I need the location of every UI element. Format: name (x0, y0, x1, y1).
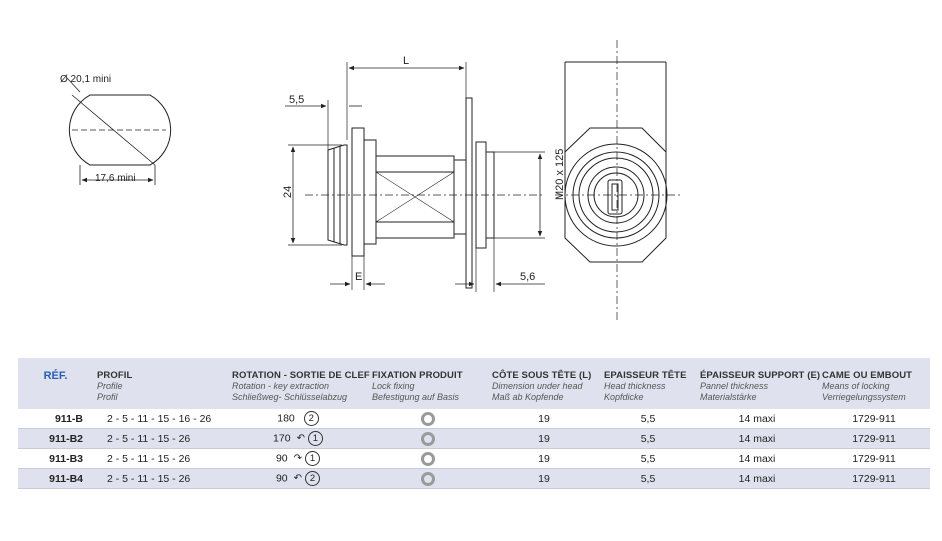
cell-profil: 2 - 5 - 11 - 15 - 26 (93, 448, 228, 469)
cell-tete: 5,5 (600, 448, 696, 469)
nut-icon (421, 411, 435, 426)
cell-support: 14 maxi (696, 409, 818, 429)
head-thickness-label: 5,5 (289, 94, 304, 106)
cell-cote: 19 (488, 428, 600, 449)
extraction-count-icon: 1 (307, 431, 323, 446)
nut-icon (421, 471, 435, 486)
table-row: 911-B3 2 - 5 - 11 - 15 - 26 90↷1 19 5,5 … (18, 448, 930, 469)
cell-rotation: 90↷1 (228, 448, 368, 469)
nut-icon (421, 451, 435, 466)
washer (351, 127, 365, 257)
cell-ref: 911-B3 (18, 448, 93, 469)
cell-fixation (368, 448, 488, 469)
panel (465, 97, 473, 289)
cell-fixation (368, 409, 488, 429)
cell-tete: 5,5 (600, 468, 696, 489)
cell-ref: 911-B (18, 409, 93, 429)
cell-came: 1729-911 (818, 409, 930, 429)
lock-head (327, 144, 348, 246)
thread-label: M20 x 125 (554, 149, 566, 200)
flat-label: 17,6 mini (95, 173, 136, 184)
technical-drawing: Ø 20,1 mini 17,6 mini (60, 40, 680, 320)
table-row: 911-B2 2 - 5 - 11 - 15 - 26 170↶1 19 5,5… (18, 428, 930, 449)
rotation-direction-icon: ↶ (296, 433, 305, 444)
cell-rotation: 170↶1 (228, 428, 368, 449)
extraction-count-icon: 1 (305, 451, 321, 466)
cell-rotation: 90↶2 (228, 468, 368, 489)
height-label: 24 (282, 186, 294, 198)
cell-support: 14 maxi (696, 448, 818, 469)
panel-label: E (355, 271, 362, 283)
rotation-direction-icon: ↷ (293, 453, 303, 464)
lock-front-view (555, 40, 680, 320)
diameter-label: Ø 20,1 mini (60, 74, 111, 85)
nut-label: 5,6 (520, 271, 535, 283)
hex-nut-outline (564, 127, 667, 263)
length-label: L (403, 55, 409, 67)
diameter-leader (71, 94, 156, 166)
lock-side-view (285, 62, 545, 292)
cell-tete: 5,5 (600, 409, 696, 429)
cell-fixation (368, 468, 488, 489)
nut-icon (421, 431, 435, 446)
cell-fixation (368, 428, 488, 449)
cell-support: 14 maxi (696, 428, 818, 449)
cell-came: 1729-911 (818, 448, 930, 469)
cell-support: 14 maxi (696, 468, 818, 489)
cell-cote: 19 (488, 409, 600, 429)
cell-ref: 911-B2 (18, 428, 93, 449)
cutout-profile-view (66, 77, 172, 185)
cell-tete: 5,5 (600, 428, 696, 449)
extraction-count-icon: 2 (305, 471, 321, 486)
cell-cote: 19 (488, 448, 600, 469)
cell-profil: 2 - 5 - 11 - 15 - 16 - 26 (93, 409, 228, 429)
cell-came: 1729-911 (818, 428, 930, 449)
table-row: 911-B4 2 - 5 - 11 - 15 - 26 90↶2 19 5,5 … (18, 468, 930, 489)
rotation-direction-icon: ↶ (293, 473, 303, 484)
cell-ref: 911-B4 (18, 468, 93, 489)
cell-cote: 19 (488, 468, 600, 489)
header-ref: RÉF. (18, 358, 93, 409)
cell-profil: 2 - 5 - 11 - 15 - 26 (93, 428, 228, 449)
extraction-count-icon: 2 (303, 411, 319, 426)
cell-profil: 2 - 5 - 11 - 15 - 26 (93, 468, 228, 489)
cutout-outline (68, 94, 172, 166)
cell-came: 1729-911 (818, 468, 930, 489)
